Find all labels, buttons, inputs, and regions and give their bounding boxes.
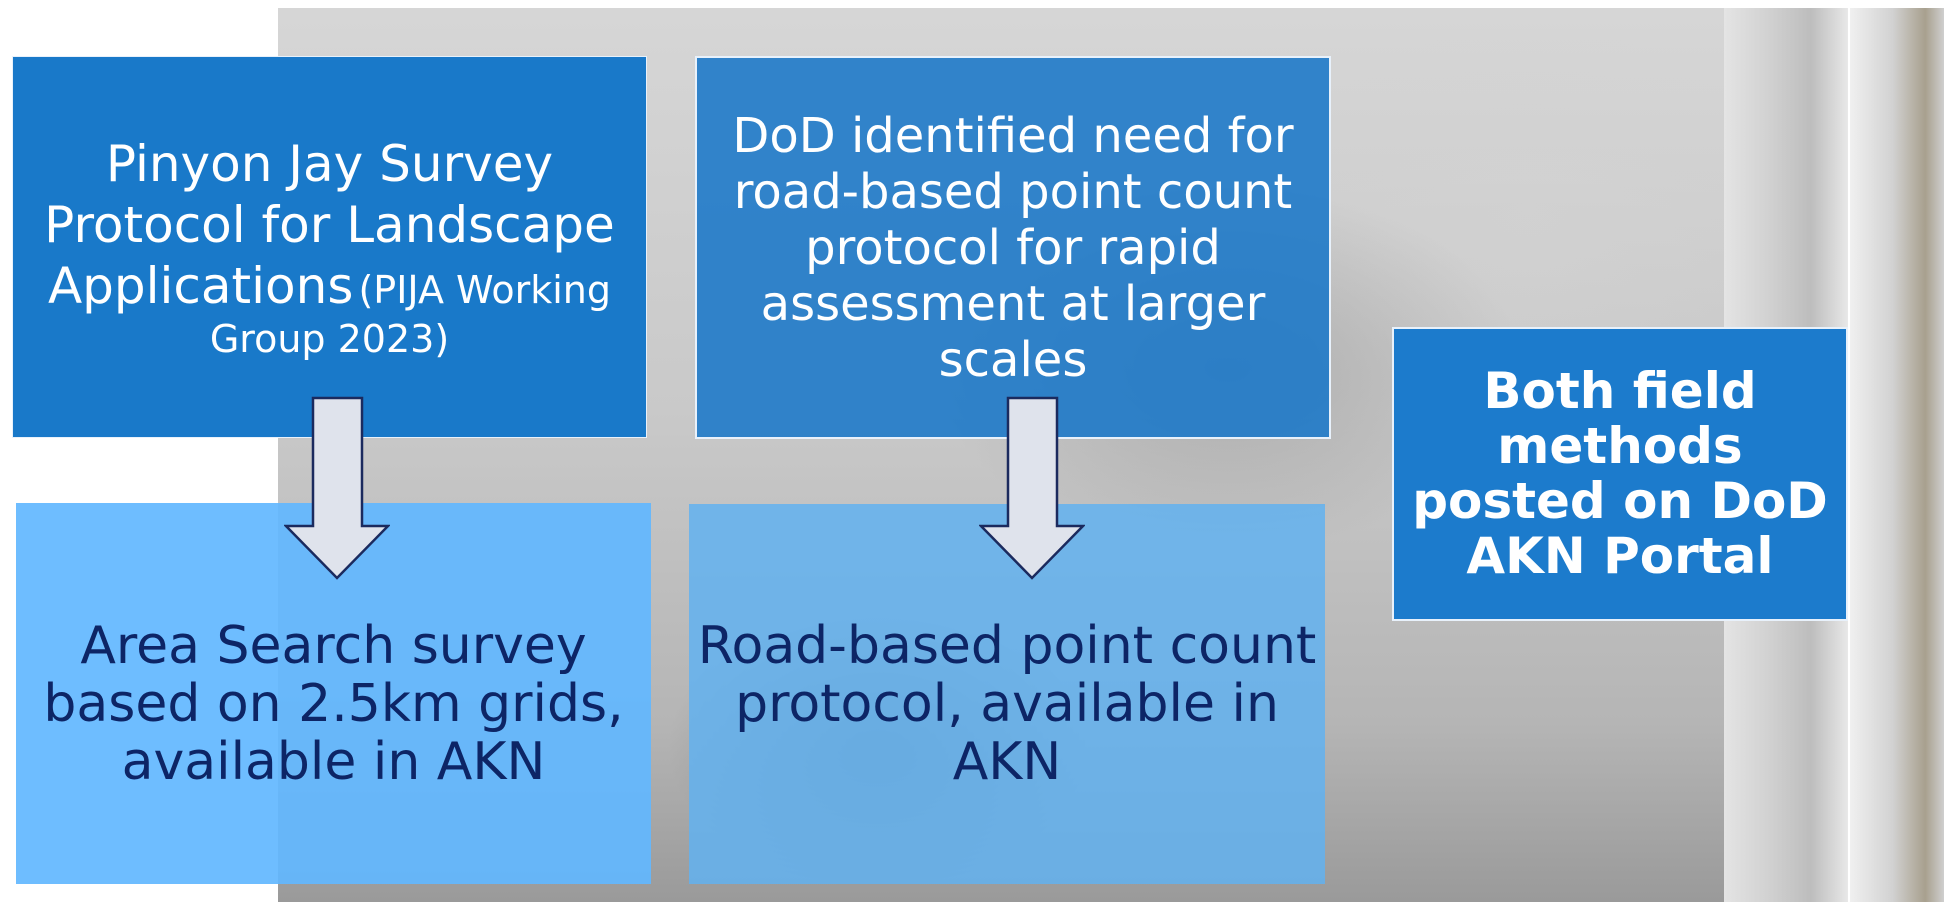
need-text: DoD identified need for road-based point… [732,107,1294,388]
posted-text: Both field methods posted on DoD AKN Por… [1412,362,1828,585]
protocol-title: Pinyon Jay Survey Protocol for Landscape… [44,134,615,315]
area-search-text: Area Search survey based on 2.5km grids,… [43,615,624,792]
protocol-citation: (PIJA Working Group 2023) [209,267,612,361]
road-based-box: Road-based point count protocol, availab… [689,504,1325,884]
background-photo-strip [1850,8,1944,902]
down-arrow-icon [979,396,1085,580]
posted-box: Both field methods posted on DoD AKN Por… [1392,327,1848,621]
road-based-text: Road-based point count protocol, availab… [697,616,1317,792]
area-search-box: Area Search survey based on 2.5km grids,… [16,503,651,884]
need-box: DoD identified need for road-based point… [695,56,1331,439]
protocol-box: Pinyon Jay Survey Protocol for Landscape… [12,56,647,438]
down-arrow-icon [284,396,390,580]
